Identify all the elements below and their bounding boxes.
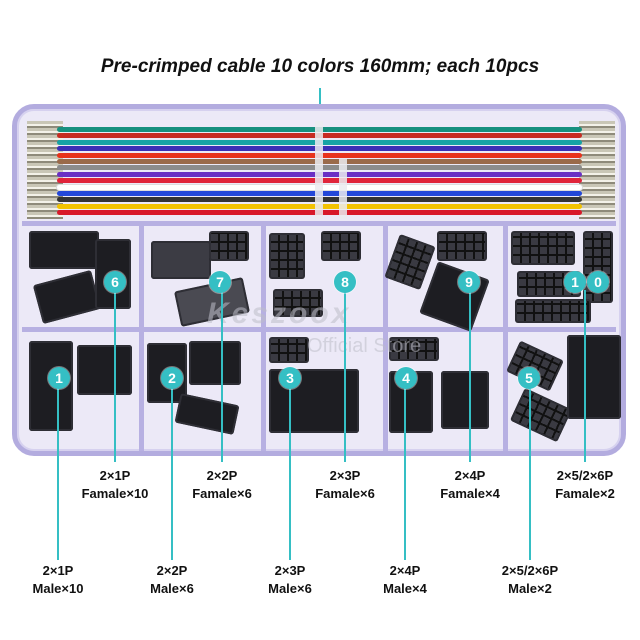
quantity-text: Famale×6 <box>192 486 252 501</box>
quantity-text: Male×2 <box>508 581 552 596</box>
number-badge: 1 <box>564 271 586 293</box>
connector-2x5p-female <box>515 299 591 323</box>
size-text: 2×4P <box>454 468 486 483</box>
connector-2x2p-female <box>209 231 249 261</box>
number-badge: 2 <box>161 367 183 389</box>
connector-2x1p-male <box>77 345 132 395</box>
cable-tie <box>315 121 323 219</box>
number-badge: 0 <box>587 271 609 293</box>
connector-2x5p-male <box>509 387 573 443</box>
watermark-brand: Keszoox <box>207 297 352 330</box>
male-label: 2×2P Male×6 <box>117 562 227 598</box>
size-text: 2×2P <box>206 468 238 483</box>
leader-line <box>57 385 59 560</box>
quantity-text: Famale×6 <box>315 486 375 501</box>
quantity-text: Male×6 <box>268 581 312 596</box>
cable-tie <box>339 159 347 219</box>
divider <box>261 226 266 451</box>
female-label: 2×2P Famale×6 <box>167 467 277 503</box>
quantity-text: Male×10 <box>32 581 84 596</box>
connector-2x6p-male <box>567 335 621 419</box>
number-badge: 6 <box>104 271 126 293</box>
connector-2x4p-female <box>437 231 487 261</box>
leader-line <box>171 385 173 560</box>
connector-2x3p-female <box>273 289 323 317</box>
connector-2x1p-female <box>29 231 99 269</box>
quantity-text: Male×6 <box>150 581 194 596</box>
quantity-text: Famale×2 <box>555 486 615 501</box>
connector-2x4p-female <box>419 261 490 332</box>
quantity-text: Famale×10 <box>81 486 149 501</box>
female-label: 2×4P Famale×4 <box>415 467 525 503</box>
leader-line <box>344 290 346 462</box>
male-label: 2×3P Male×6 <box>235 562 345 598</box>
connector-2x2p-male <box>189 341 241 385</box>
product-title: Pre-crimped cable 10 colors 160mm; each … <box>100 56 540 77</box>
number-badge: 1 <box>48 367 70 389</box>
leader-line <box>221 290 223 462</box>
crimp-terminals-right <box>579 121 615 219</box>
size-text: 2×1P <box>42 563 74 578</box>
connector-2x1p-female <box>32 269 102 325</box>
female-label: 2×3P Famale×6 <box>290 467 400 503</box>
cable-bundle <box>27 121 615 219</box>
divider <box>139 226 144 451</box>
size-text: 2×5/2×6P <box>501 563 559 578</box>
size-text: 2×4P <box>389 563 421 578</box>
number-badge: 8 <box>334 271 356 293</box>
divider <box>22 327 616 332</box>
leader-line <box>584 290 586 462</box>
connector-2x3p-male <box>269 337 309 363</box>
female-label: 2×5/2×6P Famale×2 <box>530 467 640 503</box>
female-label: 2×1P Famale×10 <box>60 467 170 503</box>
male-label: 2×1P Male×10 <box>3 562 113 598</box>
connector-2x4p-female <box>384 233 436 291</box>
divider <box>383 226 388 451</box>
leader-line <box>529 385 531 560</box>
male-label: 2×5/2×6P Male×2 <box>475 562 585 598</box>
size-text: 2×3P <box>274 563 306 578</box>
number-badge: 3 <box>279 367 301 389</box>
size-text: 2×2P <box>156 563 188 578</box>
size-text: 2×1P <box>99 468 131 483</box>
connector-2x4p-male <box>389 337 439 361</box>
male-label: 2×4P Male×4 <box>350 562 460 598</box>
divider <box>503 226 508 451</box>
number-badge: 5 <box>518 367 540 389</box>
connector-2x4p-male <box>441 371 489 429</box>
connector-2x3p-female <box>321 231 361 261</box>
number-badge: 9 <box>458 271 480 293</box>
divider <box>22 221 616 226</box>
watermark-store: Official Store <box>307 335 422 357</box>
connector-2x2p-male <box>174 393 240 435</box>
number-badge: 4 <box>395 367 417 389</box>
size-text: 2×5/2×6P <box>556 468 614 483</box>
leader-line <box>114 290 116 462</box>
quantity-text: Famale×4 <box>440 486 500 501</box>
leader-line <box>289 385 291 560</box>
connector-2x2p-female <box>151 241 211 279</box>
leader-line <box>469 290 471 462</box>
connector-2x5p-female <box>511 231 575 265</box>
quantity-text: Male×4 <box>383 581 427 596</box>
number-badge: 7 <box>209 271 231 293</box>
size-text: 2×3P <box>329 468 361 483</box>
leader-line <box>404 385 406 560</box>
connector-2x3p-female <box>269 233 305 279</box>
